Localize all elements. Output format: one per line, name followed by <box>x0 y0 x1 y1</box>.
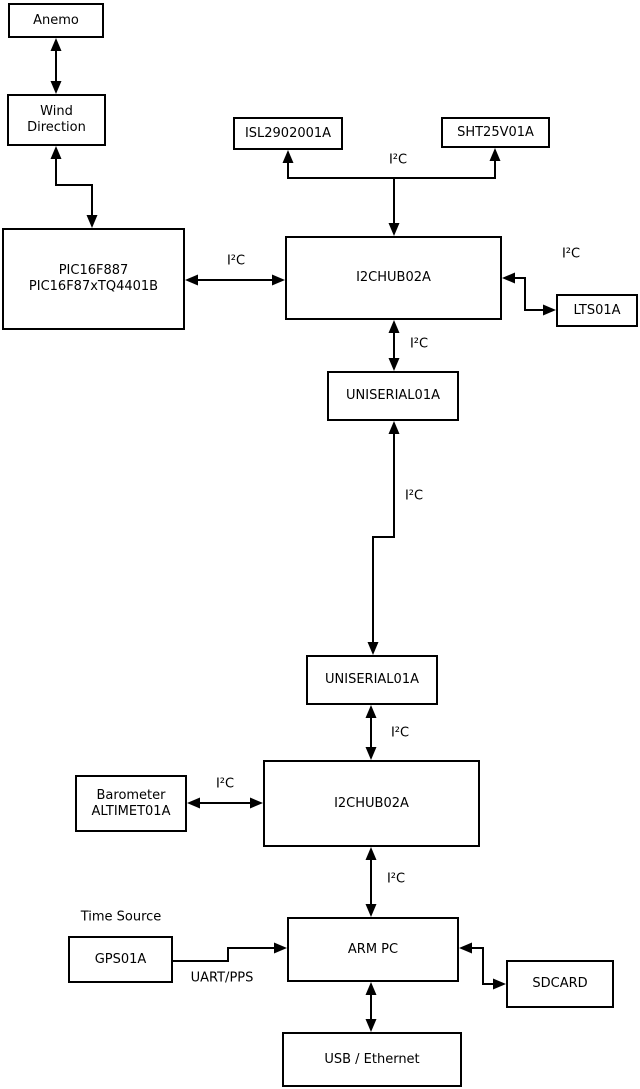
connector-barometer-hub2 <box>187 797 263 809</box>
connector-wind-pic-arrowhead <box>50 146 62 159</box>
connector-hub1-sht-arrowhead <box>489 148 501 161</box>
connector-hub2-arm <box>365 847 377 917</box>
diagram-box-anemo: Anemo <box>8 3 104 38</box>
label-i2c-hub1-uniserial1: I²C <box>409 336 429 352</box>
connector-hub1-isl-arrowhead <box>282 150 294 163</box>
connector-hub1-uniserial1-arrowhead <box>388 320 400 333</box>
connector-hub1-top-stem <box>388 178 400 236</box>
label-i2c-hub1-lts: I²C <box>561 246 581 262</box>
connector-hub1-lts <box>502 272 556 316</box>
label-i2c-barometer-hub2: I²C <box>215 776 235 792</box>
label-uart-pps: UART/PPS <box>190 970 254 986</box>
box-label: LTS01A <box>573 302 621 318</box>
box-label: Direction <box>27 120 86 135</box>
label-time-source: Time Source <box>80 909 162 925</box>
box-label: ALTIMET01A <box>91 803 171 819</box>
connector-uniserial2-hub2-arrowhead <box>365 705 377 718</box>
connector-arm-sdcard-arrowhead <box>493 978 506 990</box>
connector-uniserial1-uniserial2-arrowhead <box>388 421 400 434</box>
connector-hub1-sht-line <box>394 159 496 179</box>
label-i2c-hub1-sensors: I²C <box>388 152 408 168</box>
connector-hub1-uniserial1-arrowhead <box>388 358 400 371</box>
connector-arm-sdcard-line <box>470 947 495 985</box>
diagram-box-gps: GPS01A <box>68 936 173 983</box>
connector-hub1-top-stem-arrowhead <box>388 223 400 236</box>
box-label: PIC16F887 <box>58 263 129 279</box>
label-i2c-pic-hub1: I²C <box>226 253 246 269</box>
connector-gps-arm-arrowhead <box>274 942 287 954</box>
diagram-box-i2chub-2: I2CHUB02A <box>263 760 480 847</box>
connector-hub1-lts-arrowhead <box>543 304 556 316</box>
connector-pic-hub1-arrowhead <box>185 274 198 286</box>
connector-hub1-sht <box>394 148 501 179</box>
connector-hub1-lts-arrowhead <box>502 272 515 284</box>
label-i2c-long-link: I²C <box>404 488 424 504</box>
connector-hub2-arm-arrowhead <box>365 904 377 917</box>
diagram-box-usb-ethernet: USB / Ethernet <box>282 1032 462 1087</box>
connector-uniserial2-hub2-arrowhead <box>365 747 377 760</box>
diagram-box-sht: SHT25V01A <box>441 117 550 148</box>
connector-pic-hub1-arrowhead <box>272 274 285 286</box>
connector-arm-usb-arrowhead <box>365 1019 377 1032</box>
box-label: UNISERIAL01A <box>325 672 419 688</box>
diagram-box-i2chub-1: I2CHUB02A <box>285 236 502 320</box>
connector-hub1-isl <box>282 150 394 179</box>
diagram-box-uniserial-2: UNISERIAL01A <box>306 655 438 705</box>
box-label: UNISERIAL01A <box>346 388 440 404</box>
box-label: I2CHUB02A <box>334 795 409 811</box>
connector-gps-arm-line <box>173 947 276 962</box>
box-label: Anemo <box>33 12 79 28</box>
diagram-box-uniserial-1: UNISERIAL01A <box>327 371 459 421</box>
box-label: I2CHUB02A <box>356 270 431 286</box>
connector-arm-sdcard-arrowhead <box>459 942 472 954</box>
connector-gps-arm <box>173 942 287 962</box>
connector-wind-pic-arrowhead <box>86 215 98 228</box>
connector-anemo-wind-arrowhead <box>50 38 62 51</box>
connector-arm-sdcard <box>459 942 506 990</box>
connector-barometer-hub2-arrowhead <box>187 797 200 809</box>
connector-anemo-wind <box>50 38 62 94</box>
connector-uniserial1-uniserial2-arrowhead <box>367 642 379 655</box>
connector-hub1-lts-line <box>513 277 545 311</box>
label-i2c-uniserial2-hub2: I²C <box>390 725 410 741</box>
box-label: SHT25V01A <box>457 124 534 140</box>
box-label: Barometer <box>96 787 166 803</box>
connector-hub1-uniserial1 <box>388 320 400 371</box>
connector-pic-hub1 <box>185 274 285 286</box>
label-i2c-hub2-arm: I²C <box>386 871 406 887</box>
connector-anemo-wind-arrowhead <box>50 81 62 94</box>
connector-arm-usb <box>365 982 377 1032</box>
connector-wind-pic <box>50 146 98 228</box>
diagram-box-lts: LTS01A <box>556 294 638 327</box>
box-label: SDCARD <box>532 976 588 992</box>
connector-uniserial1-uniserial2-line <box>372 432 395 644</box>
diagram-box-arm-pc: ARM PC <box>287 917 459 982</box>
box-label: Wind <box>40 104 73 120</box>
box-label: USB / Ethernet <box>324 1051 420 1067</box>
connector-uniserial1-uniserial2 <box>367 421 400 655</box>
box-label: GPS01A <box>94 951 147 967</box>
connector-hub2-arm-arrowhead <box>365 847 377 860</box>
connector-arm-usb-arrowhead <box>365 982 377 995</box>
diagram-box-sdcard: SDCARD <box>506 960 614 1008</box>
box-label: ARM PC <box>347 941 399 957</box>
box-label: ISL2902001A <box>244 125 332 141</box>
box-label: PIC16F87xTQ4401B <box>28 279 159 294</box>
connector-barometer-hub2-arrowhead <box>250 797 263 809</box>
diagram-box-isl: ISL2902001A <box>233 117 343 150</box>
connector-uniserial2-hub2 <box>365 705 377 760</box>
connector-hub1-isl-line <box>287 161 394 179</box>
connector-wind-pic-line <box>55 157 93 217</box>
